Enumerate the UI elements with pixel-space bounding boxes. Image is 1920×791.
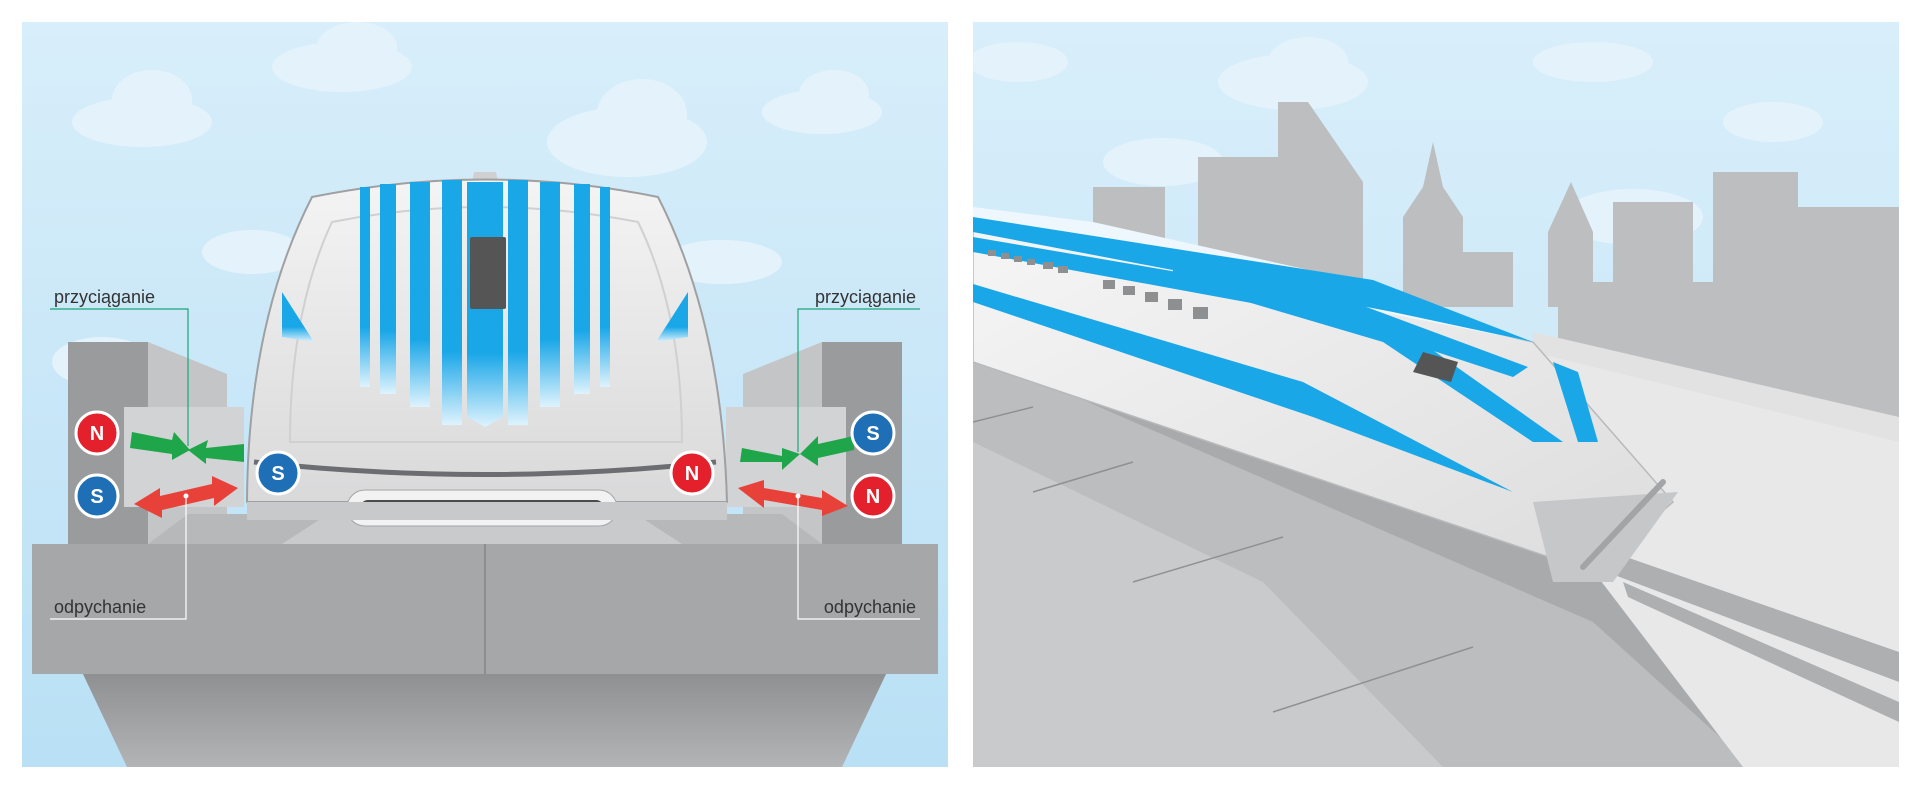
pole-north-right-wall: N	[850, 473, 896, 519]
attraction-arrow-left	[130, 432, 244, 464]
train-front	[245, 172, 729, 527]
label-repulsion-right: odpychanie	[824, 597, 916, 617]
svg-text:N: N	[866, 486, 880, 508]
pole-south-train-left: S	[255, 450, 301, 496]
attraction-arrow-right	[740, 436, 854, 470]
repulsion-arrow-right	[738, 480, 848, 516]
front-view-panel: przyciąganie przyciąganie odpychanie odp…	[22, 22, 948, 767]
label-repulsion-left: odpychanie	[54, 597, 146, 617]
svg-text:N: N	[90, 423, 104, 445]
pole-south-right-wall: S	[850, 410, 896, 456]
clouds	[973, 37, 1823, 245]
maglev-train	[973, 207, 1678, 582]
pole-south-left-wall: S	[74, 473, 120, 519]
svg-text:S: S	[271, 463, 284, 485]
svg-text:S: S	[866, 423, 879, 445]
pole-north-left-wall: N	[74, 410, 120, 456]
perspective-view-drawing	[973, 22, 1899, 767]
train-stripes	[973, 217, 1598, 492]
svg-text:S: S	[90, 486, 103, 508]
train-windows	[988, 250, 1208, 319]
front-view-drawing: przyciąganie przyciąganie odpychanie odp…	[22, 22, 948, 767]
clouds	[52, 22, 882, 387]
svg-text:N: N	[685, 463, 699, 485]
label-attraction-right: przyciąganie	[815, 287, 916, 307]
label-attraction-left: przyciąganie	[54, 287, 155, 307]
perspective-view-panel	[973, 22, 1899, 767]
pole-north-train-right: N	[669, 450, 715, 496]
pillar	[82, 672, 887, 767]
